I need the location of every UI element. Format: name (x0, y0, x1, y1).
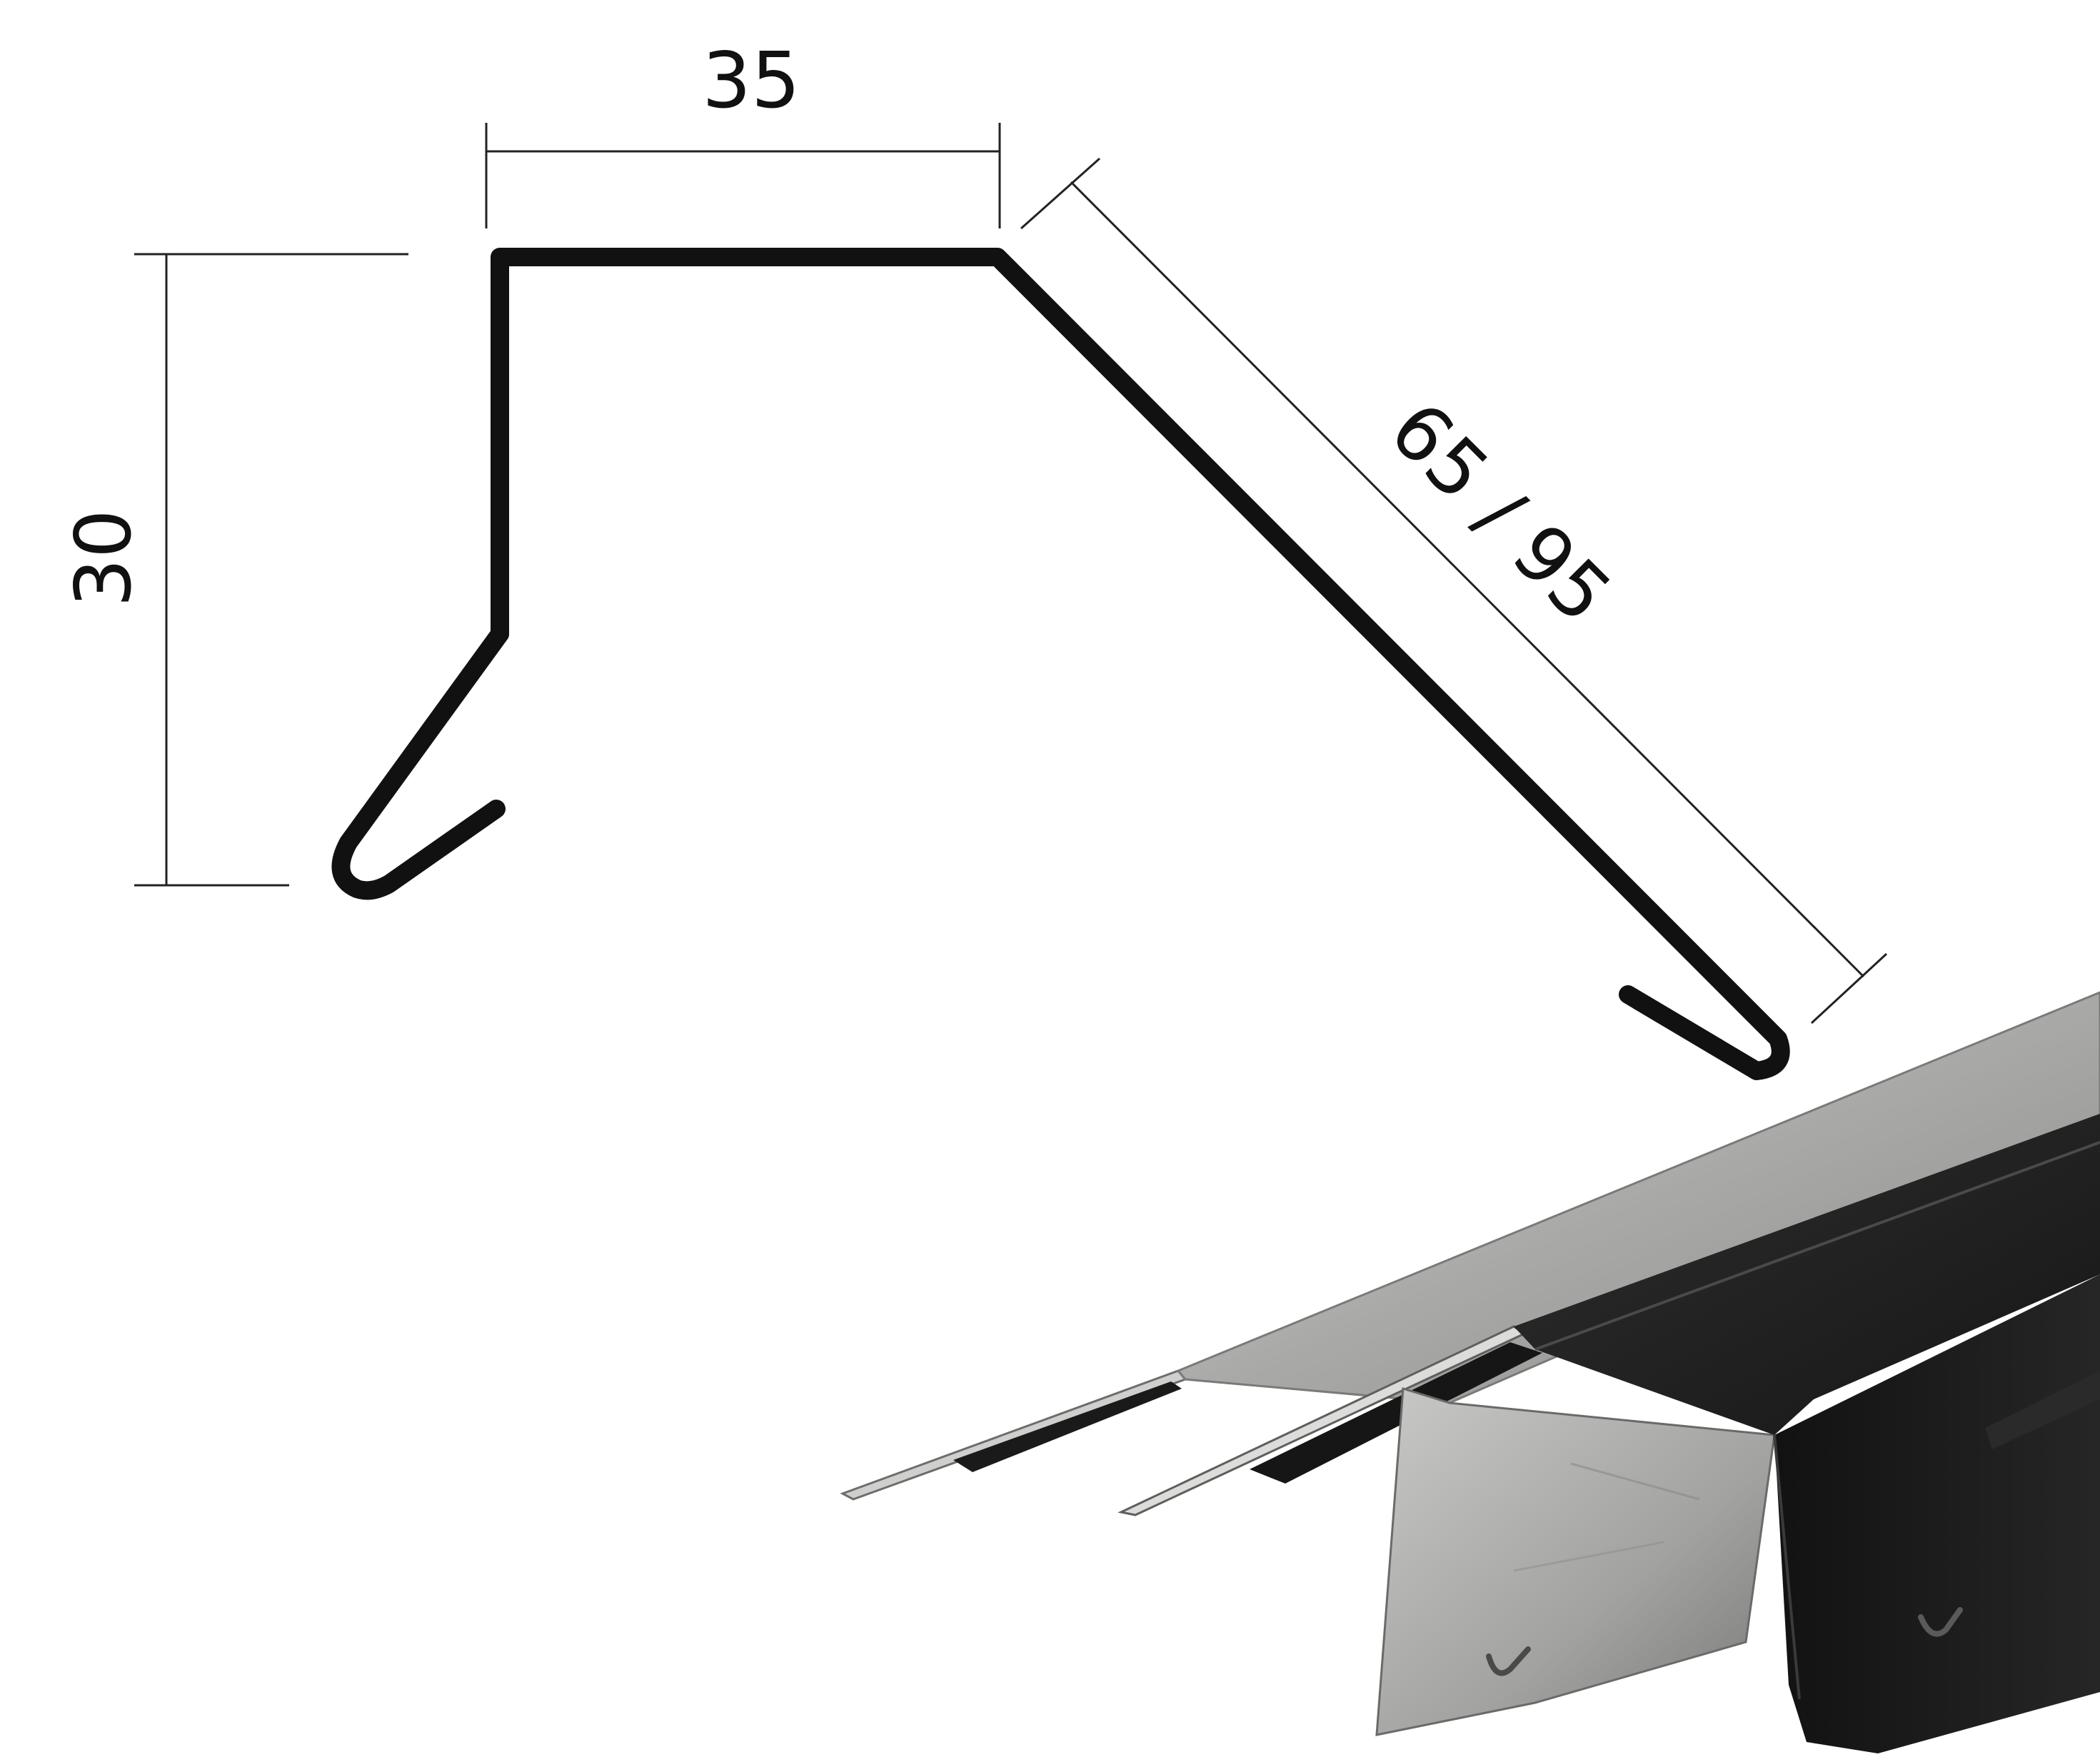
dimension-top-width: 35 (485, 36, 1001, 228)
dimension-slope-length: 65 / 95 (1020, 157, 1888, 1025)
dimension-label-slope-length: 65 / 95 (1372, 386, 1627, 640)
dimension-label-left-height: 30 (59, 509, 149, 607)
black-coated-profile-image (1514, 1114, 2100, 1753)
profile-outline (331, 248, 1790, 1080)
dimension-left-height: 30 (59, 253, 408, 887)
dimension-label-top-width: 35 (702, 36, 800, 126)
